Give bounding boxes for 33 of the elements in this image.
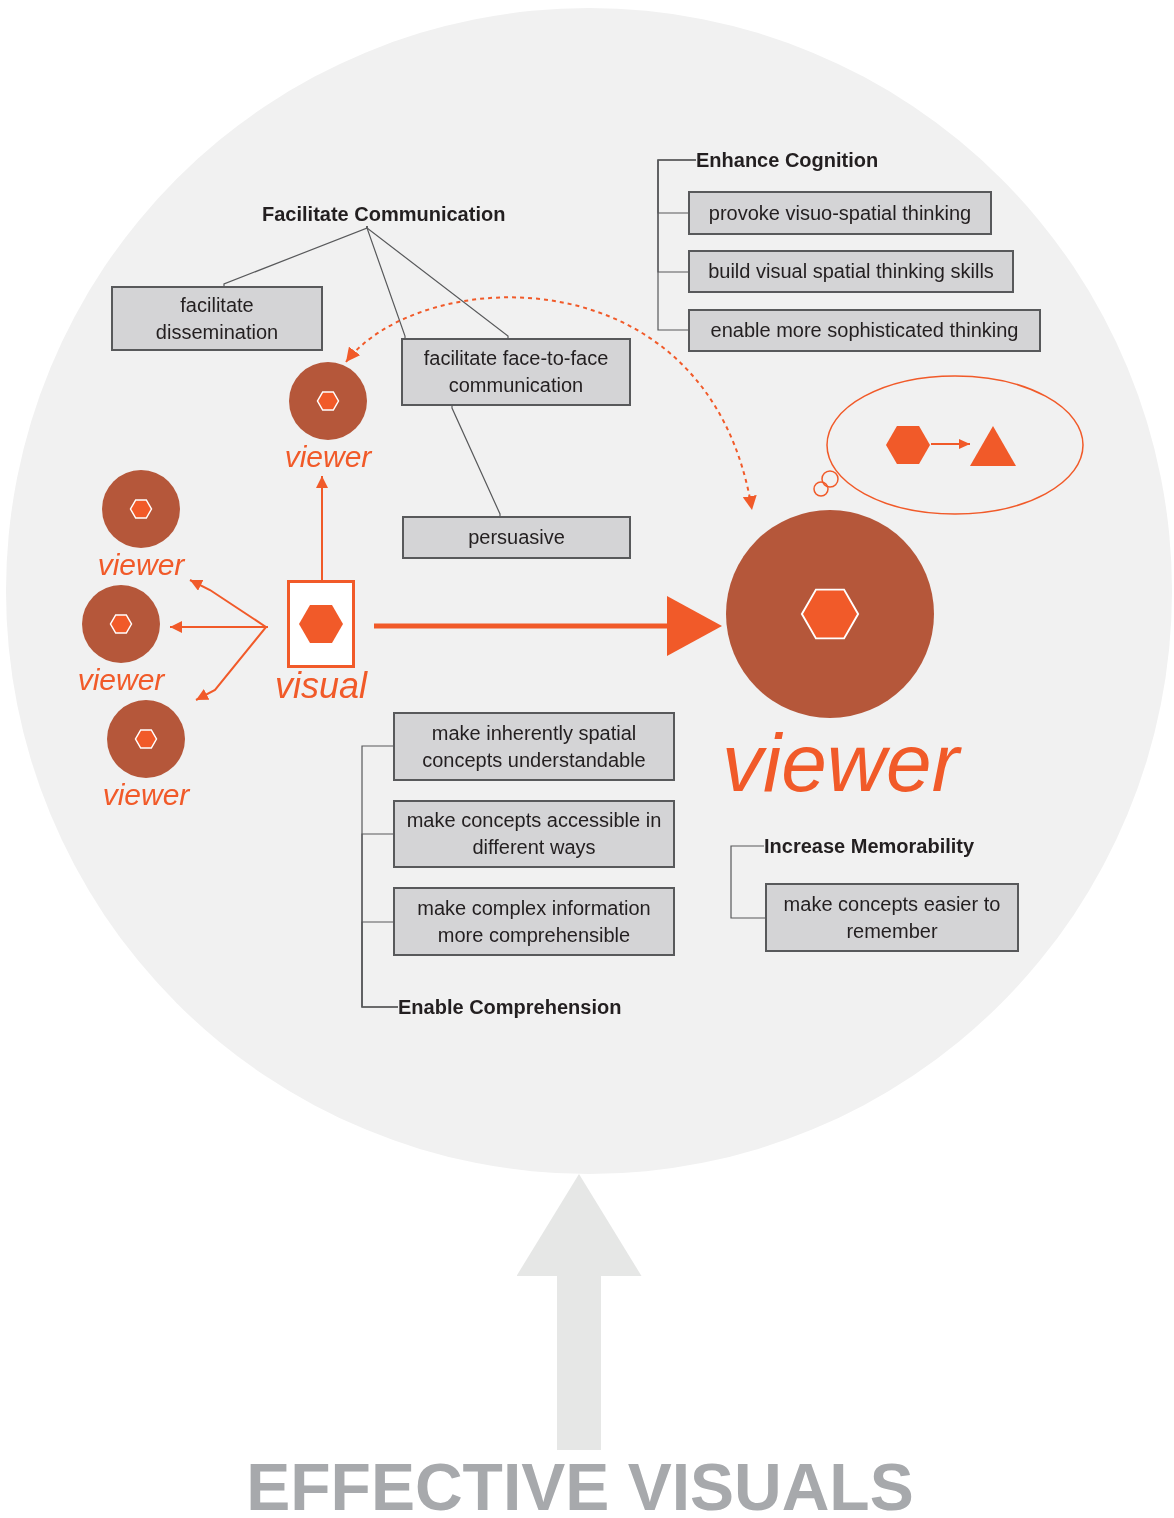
connector-line (361, 921, 399, 1008)
connector-line (730, 845, 766, 919)
viewer-label: viewer (102, 780, 190, 810)
text-box: facilitate face-to-face communication (401, 338, 631, 406)
text-box: make concepts easier to remember (765, 883, 1019, 952)
viewer-label: viewer (284, 442, 372, 472)
text-box: build visual spatial thinking skills (688, 250, 1014, 293)
visual-label: visual (274, 668, 367, 704)
text-box: enable more sophisticated thinking (688, 309, 1041, 352)
title-text: EFFECTIVE VISUALS (230, 1450, 930, 1518)
text-box: make inherently spatial concepts understandable (393, 712, 675, 781)
viewer-label: viewer (77, 665, 165, 695)
heading: Enhance Cognition (696, 148, 896, 172)
viewer-label: viewer (97, 550, 185, 580)
heading: Enable Comprehension (398, 995, 642, 1019)
heading: Facilitate Communication (262, 202, 528, 226)
text-box: provoke visuo-spatial thinking (688, 191, 992, 235)
connector-line (366, 225, 509, 339)
arrow (189, 579, 269, 628)
text-box: make complex information more comprehensible (393, 887, 675, 956)
connector-line (366, 225, 406, 339)
connector-line (451, 405, 501, 517)
arrow (345, 296, 756, 511)
arrow (195, 626, 269, 701)
arrow (316, 475, 328, 581)
arrow (374, 596, 722, 656)
heading: Increase Memorability (764, 834, 996, 858)
arrow (930, 439, 971, 449)
connector-line (657, 159, 697, 331)
text-box: make concepts accessible in different ways (393, 800, 675, 868)
text-box: facilitate dissemination (111, 286, 323, 351)
connector-line (223, 225, 368, 287)
text-box: persuasive (402, 516, 631, 559)
